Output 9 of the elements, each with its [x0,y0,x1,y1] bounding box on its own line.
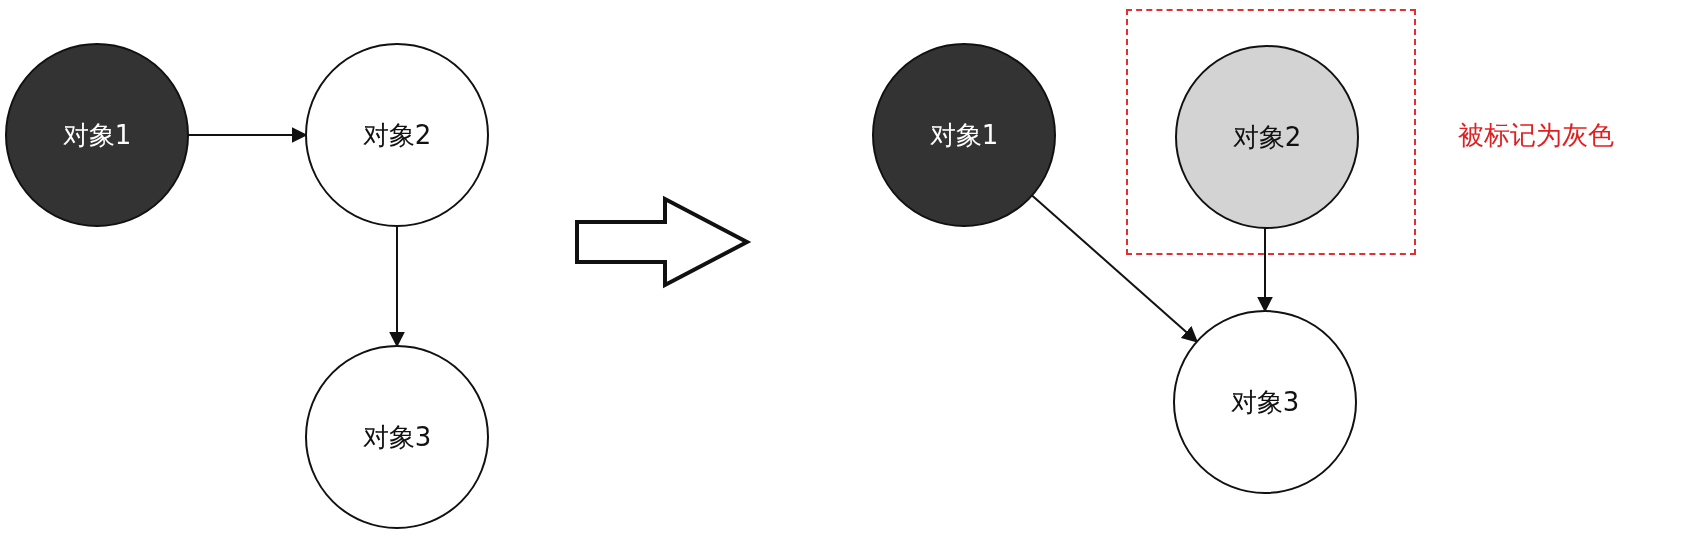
object-label: 对象1 [62,118,132,152]
object-label: 对象3 [362,420,432,454]
annotation-text: 被标记为灰色 [1458,119,1614,152]
object-label: 对象3 [1230,385,1300,419]
object-label: 对象2 [1232,120,1302,154]
object-label: 对象2 [362,118,432,152]
arrow [389,225,405,348]
arrow [1031,194,1199,343]
object-label: 对象1 [929,118,999,152]
